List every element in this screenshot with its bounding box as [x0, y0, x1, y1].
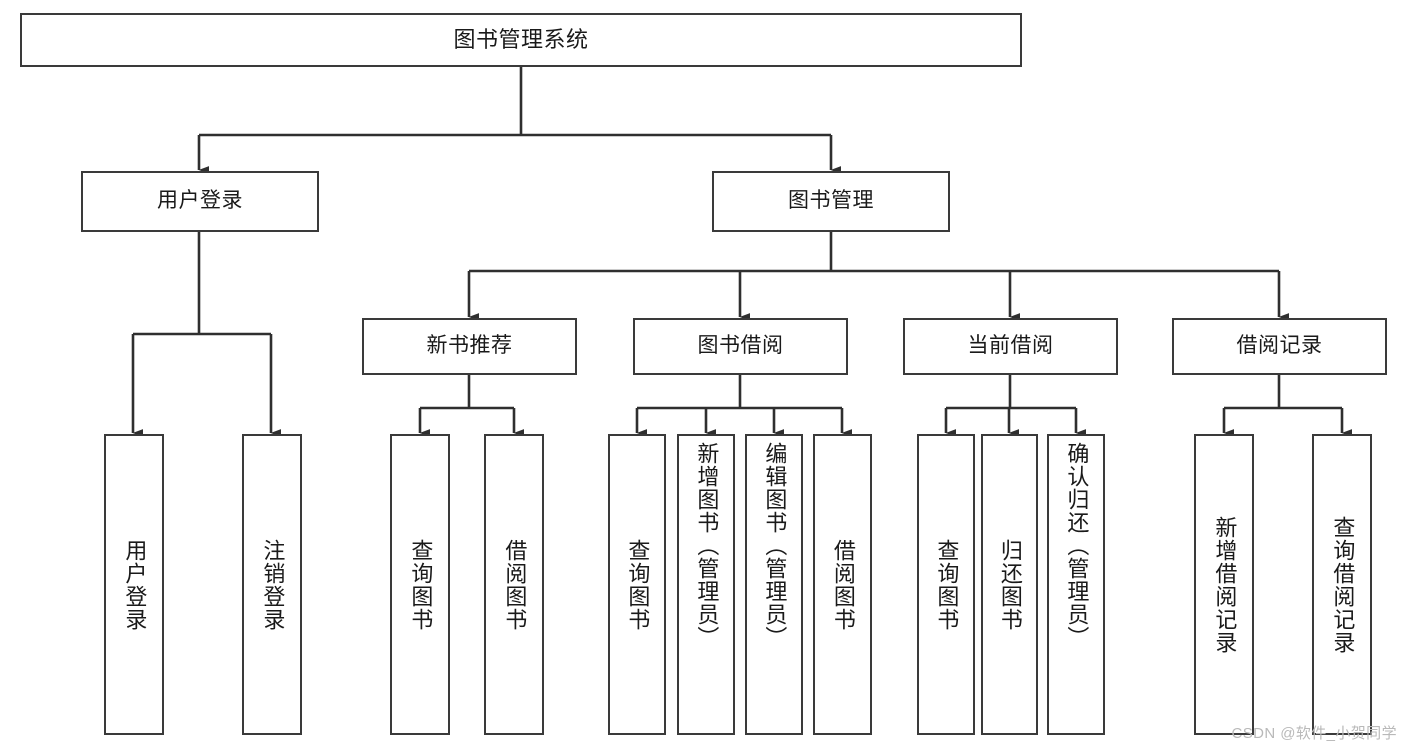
leaf-user-login[interactable]: 用户登录: [104, 434, 164, 735]
node-label: 图书管理: [788, 189, 874, 213]
node-current-borrowing[interactable]: 当前借阅: [903, 318, 1118, 375]
node-label: 图书借阅: [697, 334, 784, 358]
node-label: 图书管理系统: [453, 27, 589, 53]
leaf-confirm-return-admin[interactable]: 确认归还（管理员）: [1047, 434, 1105, 735]
node-label: 编辑图书（管理员）: [762, 442, 788, 649]
node-label: 查询图书: [408, 538, 434, 631]
leaf-query-books-recommendation[interactable]: 查询图书: [390, 434, 450, 735]
node-book-management[interactable]: 图书管理: [712, 171, 950, 232]
node-book-borrowing[interactable]: 图书借阅: [633, 318, 848, 375]
node-label: 新增借阅记录: [1212, 515, 1238, 654]
node-label: 新书推荐: [426, 334, 513, 358]
leaf-add-borrow-record[interactable]: 新增借阅记录: [1194, 434, 1254, 735]
node-label: 当前借阅: [967, 334, 1054, 358]
node-label: 查询图书: [934, 538, 960, 631]
node-label: 注销登录: [260, 538, 286, 631]
node-label: 确认归还（管理员）: [1064, 442, 1090, 649]
leaf-query-books-current[interactable]: 查询图书: [917, 434, 975, 735]
leaf-return-books[interactable]: 归还图书: [981, 434, 1038, 735]
leaf-add-book-admin[interactable]: 新增图书（管理员）: [677, 434, 735, 735]
leaf-borrow-books-recommendation[interactable]: 借阅图书: [484, 434, 544, 735]
node-label: 借阅记录: [1236, 334, 1323, 358]
node-label: 查询借阅记录: [1330, 515, 1356, 654]
node-label: 借阅图书: [830, 538, 856, 631]
node-label: 用户登录: [157, 189, 243, 213]
node-label: 借阅图书: [502, 538, 528, 631]
node-label: 新增图书（管理员）: [694, 442, 720, 649]
node-user-login[interactable]: 用户登录: [81, 171, 319, 232]
node-new-book-recommendation[interactable]: 新书推荐: [362, 318, 577, 375]
node-root-system[interactable]: 图书管理系统: [20, 13, 1022, 67]
node-label: 归还图书: [997, 538, 1023, 631]
leaf-query-books-borrowing[interactable]: 查询图书: [608, 434, 666, 735]
leaf-query-borrow-record[interactable]: 查询借阅记录: [1312, 434, 1372, 735]
node-label: 用户登录: [122, 538, 148, 631]
leaf-edit-book-admin[interactable]: 编辑图书（管理员）: [745, 434, 803, 735]
leaf-borrow-books-borrowing[interactable]: 借阅图书: [813, 434, 872, 735]
leaf-logout[interactable]: 注销登录: [242, 434, 302, 735]
node-label: 查询图书: [625, 538, 651, 631]
node-borrowing-records[interactable]: 借阅记录: [1172, 318, 1387, 375]
